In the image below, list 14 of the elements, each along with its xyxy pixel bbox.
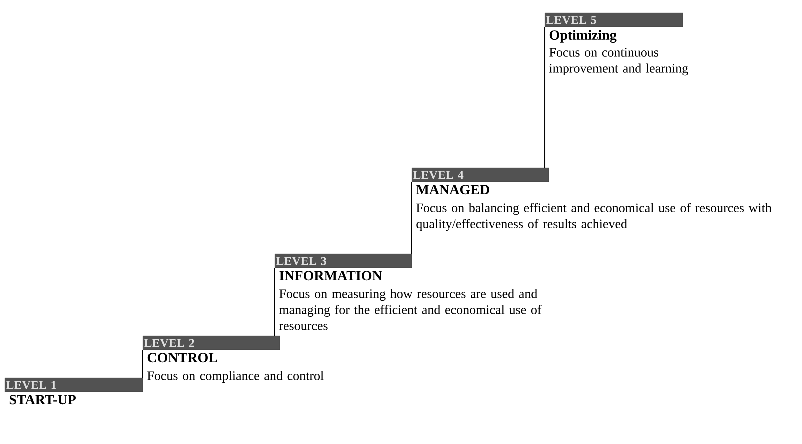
level-band: LEVEL 5 <box>545 13 684 28</box>
level-title: Optimizing <box>550 30 617 43</box>
level-description: Focus on continuous improvement and learning <box>549 48 688 76</box>
level-description: Focus on compliance and control <box>148 371 324 383</box>
level-description: Focus on measuring how resources are used and managing for the efficient and economical use of resources <box>279 289 542 330</box>
level-title: MANAGED <box>416 185 490 195</box>
level-band: LEVEL 1 <box>5 378 144 392</box>
level-band: LEVEL 2 <box>143 336 280 350</box>
level-band: LEVEL 4 <box>412 168 550 182</box>
level-band: LEVEL 3 <box>275 254 412 268</box>
level-title: START-UP <box>10 395 76 405</box>
level-description: Focus on balancing efficient and economical use of resources with quality/effectiveness of results achieved <box>416 203 772 232</box>
level-title: CONTROL <box>148 353 218 363</box>
level-title: INFORMATION <box>280 271 382 281</box>
